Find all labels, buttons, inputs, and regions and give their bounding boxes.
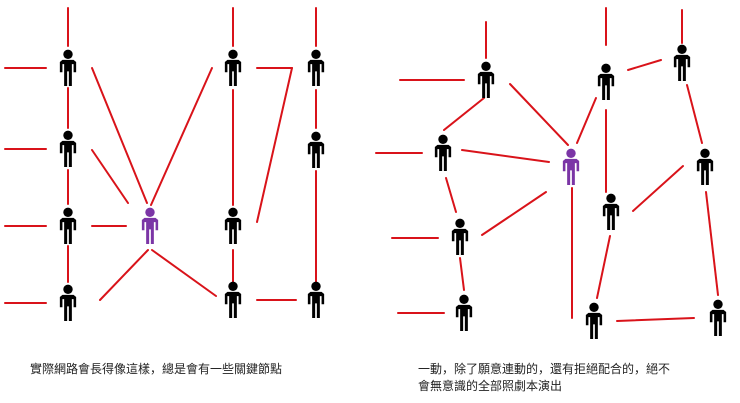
left-link-10 — [91, 149, 129, 204]
left-person-icon-9 — [307, 49, 325, 86]
right-link-6 — [445, 177, 457, 213]
right-caption: 一動，除了願意連動的，還有拒絕配合的，絕不 會無意識的全部照劇本演出 — [418, 361, 670, 395]
left-person-icon-10 — [307, 131, 325, 168]
left-person-icon-2 — [59, 130, 77, 167]
left-person-icon-1 — [59, 49, 77, 86]
left-link-13 — [151, 249, 217, 297]
right-network-links — [375, 7, 719, 322]
right-link-18 — [686, 84, 703, 144]
left-link-19 — [256, 67, 293, 223]
left-person-icon-4 — [59, 284, 77, 321]
right-person-icon-4 — [455, 294, 473, 331]
right-person-icon-7 — [602, 193, 620, 230]
left-link-14 — [150, 67, 213, 206]
left-network-nodes — [59, 49, 325, 321]
right-link-4 — [443, 97, 485, 131]
left-person-icon-7 — [224, 207, 242, 244]
left-network-links — [4, 7, 317, 304]
right-person-icon-11 — [709, 299, 727, 336]
right-link-10 — [461, 149, 550, 163]
right-link-22 — [705, 191, 719, 296]
right-link-21 — [616, 317, 695, 322]
right-person-icon-8 — [585, 302, 603, 339]
left-person-icon-3 — [59, 207, 77, 244]
right-person-icon-6 — [597, 63, 615, 100]
left-person-icon-6 — [224, 49, 242, 86]
left-key-person-icon — [141, 207, 159, 244]
right-link-20 — [596, 235, 611, 299]
right-network-nodes — [434, 44, 727, 339]
right-link-13 — [576, 97, 597, 144]
right-caption-line-1: 一動，除了願意連動的，還有拒絕配合的，絕不 — [418, 362, 671, 376]
right-link-8 — [459, 257, 465, 291]
right-key-person-icon — [562, 148, 580, 185]
left-person-icon-8 — [224, 281, 242, 318]
left-caption: 實際網路會長得像這樣，總是會有一些關鍵節點 — [30, 362, 283, 376]
right-caption-line-2: 會無意識的全部照劇本演出 — [418, 379, 563, 393]
left-person-icon-11 — [307, 281, 325, 318]
right-person-icon-3 — [451, 218, 469, 255]
right-person-icon-2 — [434, 134, 452, 171]
right-person-icon-1 — [477, 61, 495, 98]
right-link-3 — [509, 83, 569, 146]
right-link-11 — [481, 191, 547, 236]
right-person-icon-9 — [673, 44, 691, 81]
left-link-9 — [91, 67, 148, 204]
right-link-16 — [627, 59, 662, 71]
network-diagram — [4, 7, 727, 339]
right-link-19 — [632, 165, 684, 212]
right-person-icon-10 — [696, 148, 714, 185]
left-link-12 — [99, 249, 149, 301]
